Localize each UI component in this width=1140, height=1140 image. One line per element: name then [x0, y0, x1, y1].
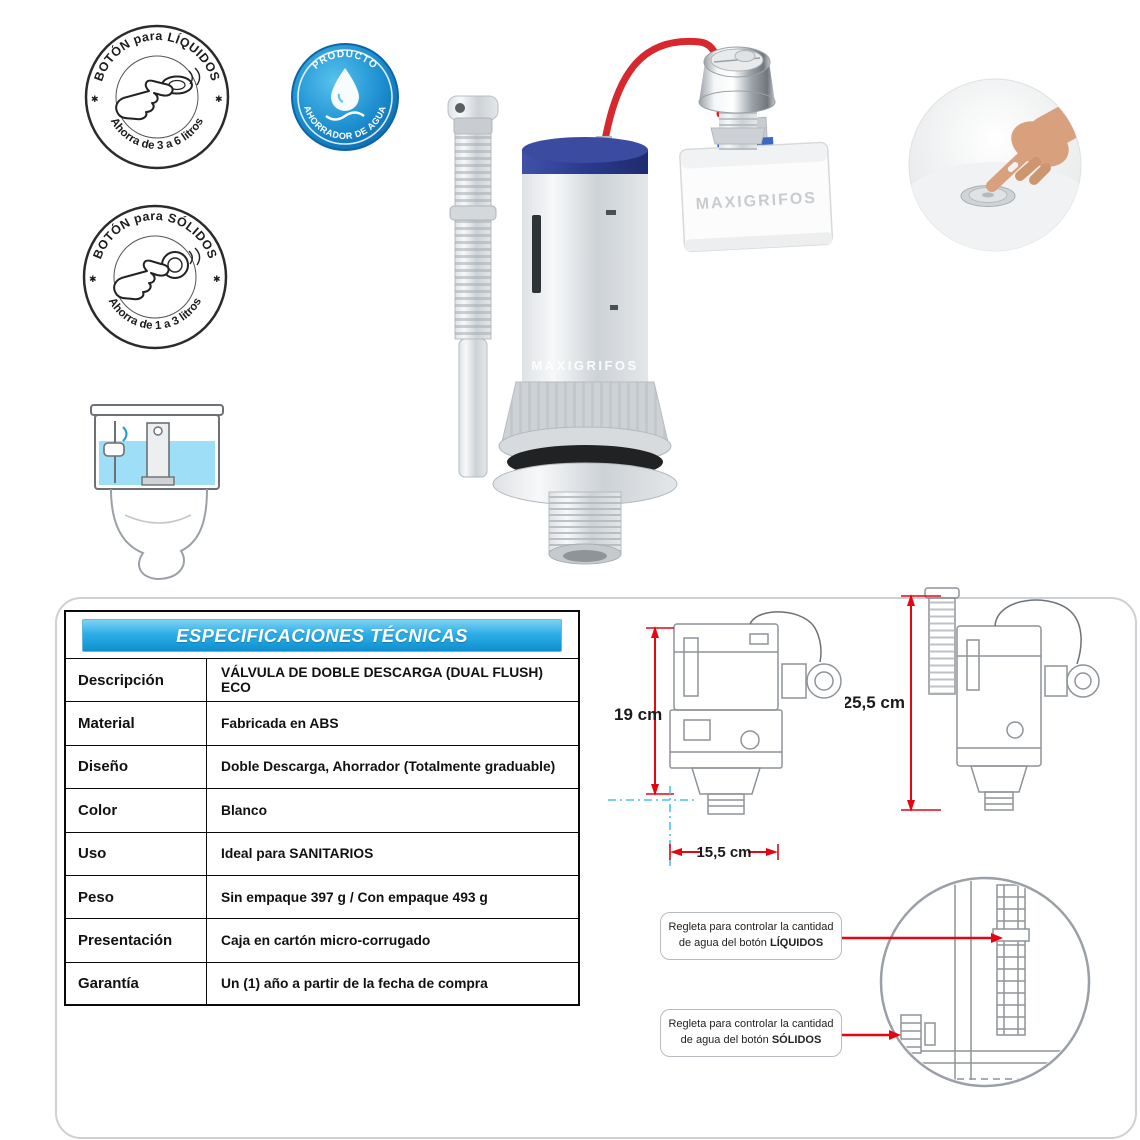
- row-value: VÁLVULA DE DOBLE DESCARGA (DUAL FLUSH) E…: [206, 659, 578, 702]
- row-value: Caja en cartón micro-corrugado: [206, 919, 578, 962]
- callout-solids: Regleta para controlar la cantidad de ag…: [660, 1009, 842, 1057]
- body-brand-watermark: MAXIGRIFOS: [531, 358, 638, 373]
- row-value: Blanco: [206, 789, 578, 832]
- valve-line-art: [924, 587, 1100, 811]
- callout-arrows: [842, 933, 1003, 1040]
- chrome-dual-button: [698, 46, 776, 150]
- row-value: Sin empaque 397 g / Con empaque 493 g: [206, 875, 578, 919]
- badge-inner-ring: [115, 55, 199, 139]
- badge-solids: BOTÓN para SÓLIDOS Ahorra de 1 a 3 litro…: [82, 204, 228, 350]
- table-row: Uso Ideal para SANITARIOS: [66, 831, 578, 875]
- height-label: 25,5 cm: [845, 693, 905, 712]
- row-label: Peso: [78, 888, 114, 906]
- table-row: Descripción VÁLVULA DE DOBLE DESCARGA (D…: [66, 658, 578, 702]
- telescopic-overflow-tube: [447, 95, 499, 478]
- toilet-lid-surface: [909, 162, 1081, 251]
- blue-cap: [522, 137, 648, 163]
- spec-table-title: ESPECIFICACIONES TÉCNICAS: [82, 619, 562, 652]
- star-icon: ✱: [215, 94, 223, 104]
- water-drop-icon: [325, 68, 365, 121]
- table-row: Material Fabricada en ABS: [66, 701, 578, 745]
- callout-liquids: Regleta para controlar la cantidad de ag…: [660, 912, 842, 960]
- zoom-circle: [879, 876, 1091, 1088]
- row-label: Color: [78, 801, 118, 819]
- row-label: Uso: [78, 845, 107, 863]
- dimension-drawing-short: 19 cm 15,5 cm: [608, 611, 842, 866]
- table-row: Peso Sin empaque 397 g / Con empaque 493…: [66, 874, 578, 919]
- callout-text: de agua del botón: [678, 936, 767, 949]
- star-icon: ✱: [91, 94, 99, 104]
- table-row: Presentación Caja en cartón micro-corrug…: [66, 918, 578, 962]
- tank-lid: [90, 404, 224, 416]
- toilet-bowl-outline: [110, 488, 208, 581]
- callout-keyword: SÓLIDOS: [771, 1033, 822, 1046]
- badge-liquids: BOTÓN para LÍQUIDOS Ahorra de 3 a 6 litr…: [84, 24, 230, 170]
- toilet-tank-diagram: [90, 404, 224, 581]
- height-label: 19 cm: [614, 705, 662, 724]
- flange-and-seal: [492, 426, 678, 565]
- box-brand-label: MAXIGRIFOS: [695, 190, 817, 213]
- spec-title-text: ESPECIFICACIONES TÉCNICAS: [176, 624, 468, 646]
- callout-text: Regleta para controlar la cantidad: [668, 1018, 834, 1030]
- row-label: Garantía: [78, 975, 139, 993]
- row-label: Descripción: [78, 671, 164, 689]
- ring: [1007, 161, 1019, 173]
- width-label: 15,5 cm: [696, 844, 751, 861]
- zoom-line-art: [885, 881, 1085, 1080]
- centerlines: [608, 786, 696, 866]
- hand-press-icon: [115, 67, 201, 121]
- callout-keyword: LÍQUIDOS: [769, 936, 824, 949]
- callout-text: de agua del botón: [680, 1033, 769, 1046]
- star-icon: ✱: [213, 274, 221, 284]
- hand-press-icon: [113, 247, 201, 301]
- valve-line-art: [669, 611, 842, 815]
- row-value: Fabricada en ABS: [206, 702, 578, 745]
- product-photo-dual-flush-valve: MAXIGRIFOS MAXIGRIFOS: [447, 37, 834, 565]
- row-label: Material: [78, 715, 135, 733]
- valve-body: MAXIGRIFOS: [501, 136, 669, 443]
- water-saver-seal: PRODUCTO AHORRADOR DE AGUA: [291, 43, 399, 151]
- star-icon: ✱: [89, 274, 97, 284]
- height-dimension: [901, 595, 941, 811]
- table-row: Garantía Un (1) año a partir de la fecha…: [66, 961, 578, 1006]
- spec-table: ESPECIFICACIONES TÉCNICAS Descripción VÁ…: [64, 610, 580, 1006]
- row-value: Doble Descarga, Ahorrador (Totalmente gr…: [206, 745, 578, 789]
- table-row: Color Blanco: [66, 788, 578, 832]
- row-value: Un (1) año a partir de la fecha de compr…: [206, 962, 578, 1006]
- row-label: Presentación: [78, 932, 173, 950]
- row-value: Ideal para SANITARIOS: [206, 832, 578, 875]
- row-label: Diseño: [78, 758, 129, 776]
- regleta-zoom-detail: [842, 876, 1091, 1088]
- dimension-drawing-tall: 25,5 cm: [845, 587, 1100, 812]
- float-valve: [103, 442, 125, 457]
- water-flow-arrow: [122, 426, 128, 442]
- table-row: Diseño Doble Descarga, Ahorrador (Totalm…: [66, 744, 578, 789]
- badge-inner-ring: [113, 235, 197, 319]
- callout-text: Regleta para controlar la cantidad: [668, 921, 834, 933]
- photo-finger-press-button: [908, 78, 1082, 252]
